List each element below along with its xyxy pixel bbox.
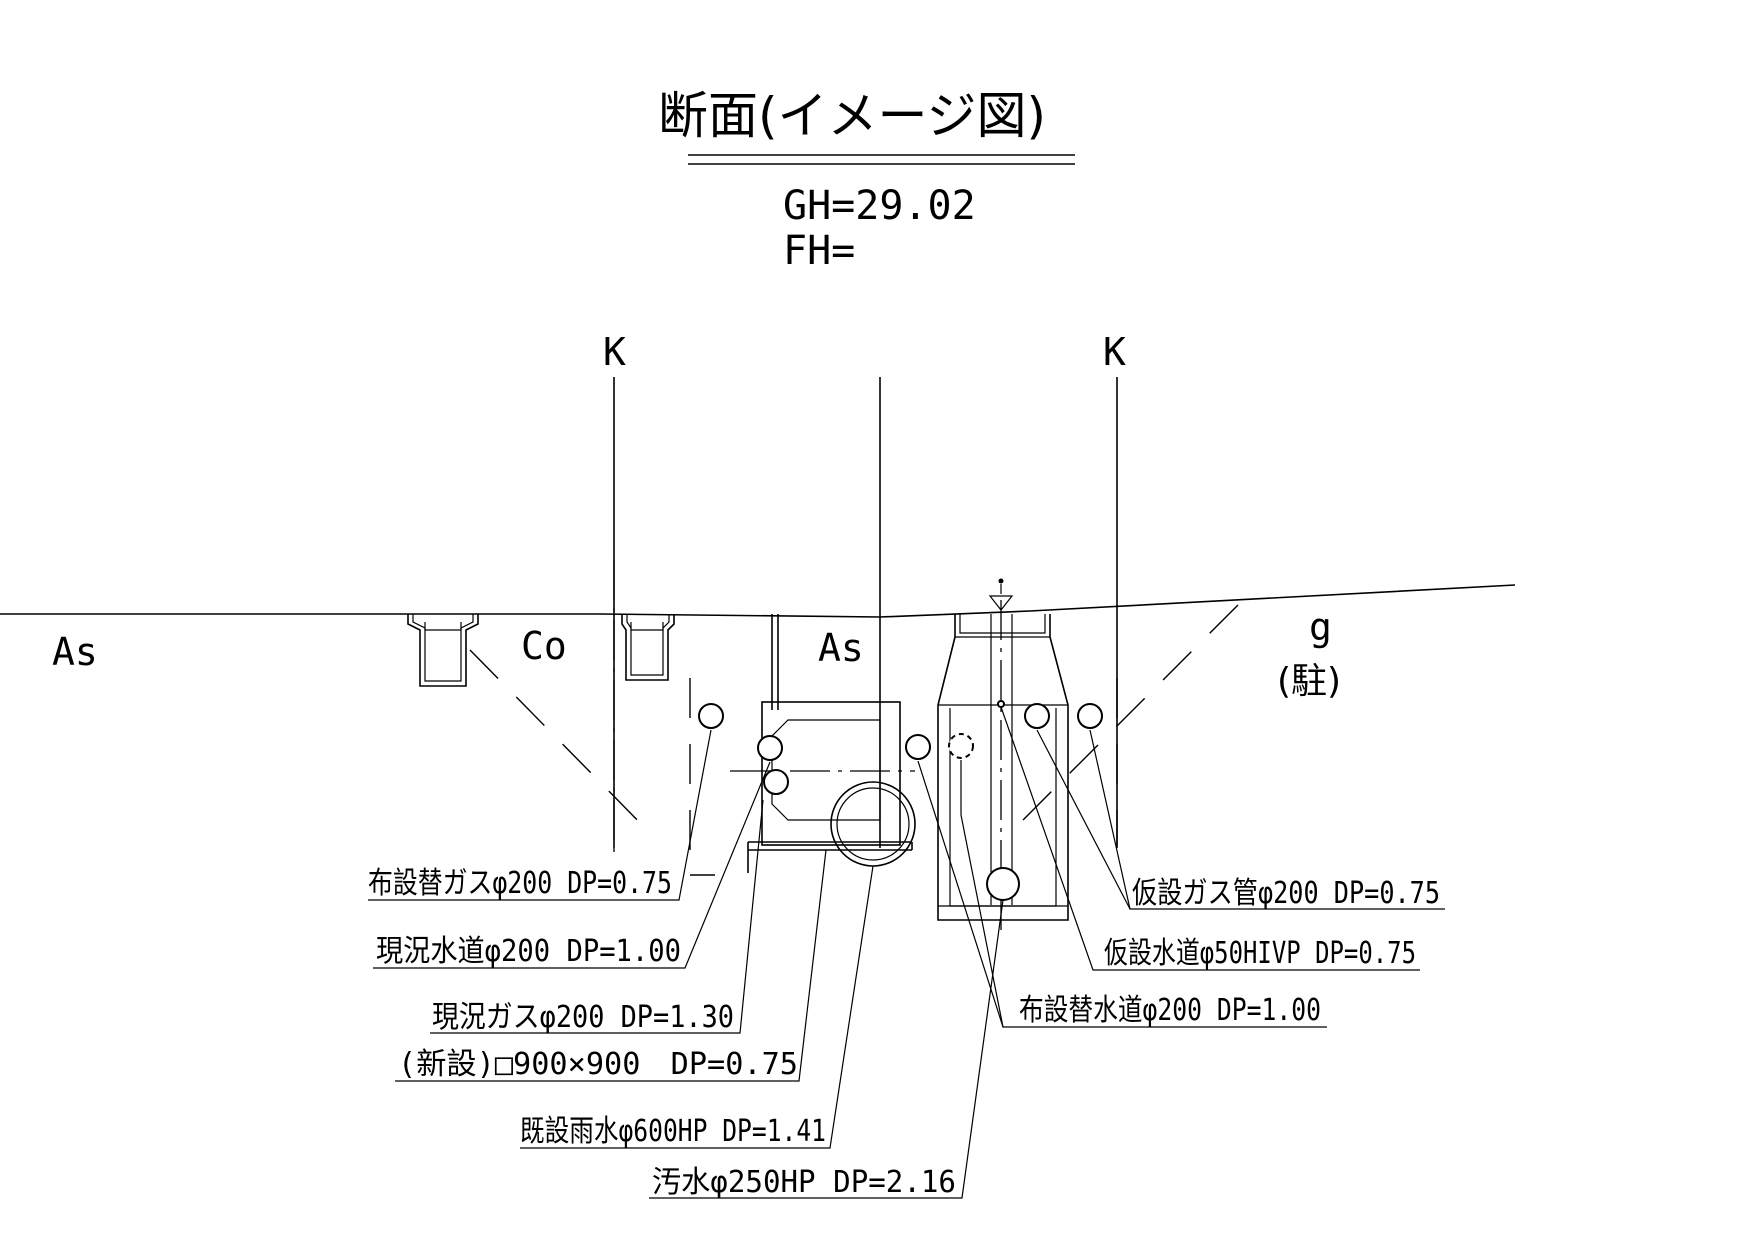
surface-g: g: [1309, 605, 1332, 649]
leader-rain-existing: [520, 865, 874, 1149]
side-gutter-left: [407, 614, 479, 687]
label-water-replace: 布設替水道φ200 DP=1.00: [1019, 993, 1321, 1028]
leader-gas-existing: [430, 799, 764, 1034]
drawing-title: 断面(イメージ図): [658, 87, 1046, 145]
surface-parking: (駐): [1277, 661, 1341, 702]
leader-box-new: [395, 849, 827, 1082]
finish-height: FH=: [783, 228, 855, 274]
side-gutter-right: [621, 614, 675, 681]
label-temp-gas: 仮設ガス管φ200 DP=0.75: [1132, 876, 1440, 911]
pipe-gas-existing: [763, 769, 789, 795]
leader-water-replace-2: [960, 814, 1004, 1028]
ground-height: GH=29.02: [783, 183, 976, 229]
surface-as-mid: As: [818, 626, 864, 670]
label-box-new: (新設)□900×900 DP=0.75: [398, 1047, 798, 1082]
leader-gas-replace: [368, 729, 712, 901]
pipe-gas-replace: [698, 703, 724, 729]
label-gas-existing: 現況ガスφ200 DP=1.30: [432, 1000, 734, 1035]
label-gas-replace: 布設替ガスφ200 DP=0.75: [368, 866, 672, 901]
rain-pipe-existing: [830, 781, 916, 867]
excavation-slope-right: [1004, 604, 1239, 839]
excavation-slope-left: [469, 649, 656, 839]
label-rain-existing: 既設雨水φ600HP DP=1.41: [520, 1114, 826, 1149]
ground-surface-line: [0, 584, 1516, 618]
k-marker-left: K: [603, 330, 626, 374]
pipe-sewage: [986, 867, 1020, 901]
k-marker-right: K: [1103, 330, 1126, 374]
pipe-temp-water-small: [997, 700, 1005, 708]
pipe-water-replace: [905, 734, 931, 760]
surface-co: Co: [521, 624, 567, 668]
pipe-water-existing: [757, 735, 783, 761]
leader-temp-gas-2: [1036, 729, 1131, 910]
label-sewage: 汚水φ250HP DP=2.16: [652, 1165, 956, 1200]
water-level-symbol: [988, 578, 1014, 611]
pipe-temp-gas-a: [1024, 703, 1050, 729]
pipe-temp-gas-b: [1077, 703, 1103, 729]
label-temp-water: 仮設水道φ50HIVP DP=0.75: [1104, 936, 1416, 971]
surface-as-left: As: [52, 630, 98, 674]
leader-sewage: [649, 899, 1004, 1199]
leader-water-existing: [373, 761, 771, 969]
leader-temp-water: [1000, 706, 1420, 971]
pipe-temp-water-dashed: [948, 733, 974, 759]
label-water-existing: 現況水道φ200 DP=1.00: [376, 934, 681, 969]
